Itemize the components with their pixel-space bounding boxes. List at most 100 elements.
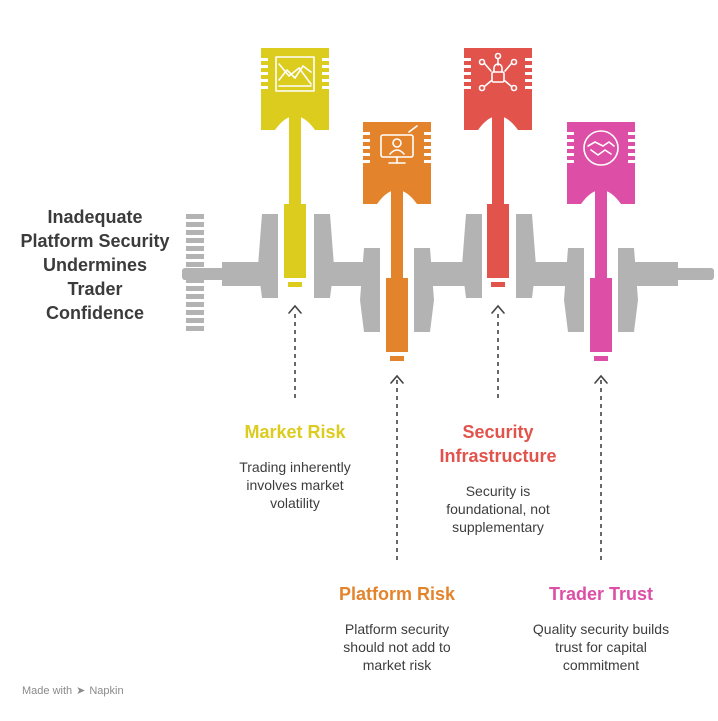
gear-tooth <box>186 214 204 219</box>
rod-cap <box>594 356 608 361</box>
label-platform-risk: Platform Risk <box>338 584 456 604</box>
piston-ring <box>424 132 433 135</box>
piston-ring <box>525 65 534 68</box>
piston-ring <box>525 58 534 61</box>
crankshaft-web-2a <box>360 248 380 332</box>
piston-ring <box>565 160 574 163</box>
piston-ring <box>628 153 637 156</box>
piston-skirt <box>464 104 532 130</box>
connecting-rod <box>595 186 607 290</box>
piston-ring <box>462 58 471 61</box>
desc-market-risk: Trading inherently involves market volat… <box>239 459 351 511</box>
piston-3 <box>462 48 534 287</box>
connecting-rod <box>492 112 504 216</box>
crankshaft-journal-5 <box>634 262 678 286</box>
piston-ring <box>565 139 574 142</box>
piston-ring <box>322 58 331 61</box>
gear-tooth <box>186 222 204 227</box>
piston-ring <box>424 160 433 163</box>
desc-trader-trust: Quality security builds trust for capita… <box>532 621 670 673</box>
piston-ring <box>462 65 471 68</box>
monitor-user-icon <box>380 125 418 164</box>
rod-cap <box>288 282 302 287</box>
pointer-arrow-2 <box>390 374 404 560</box>
gear-tooth <box>186 286 204 291</box>
piston-ring <box>565 146 574 149</box>
pointer-arrow-3 <box>491 304 505 398</box>
gear-tooth <box>186 238 204 243</box>
piston-ring <box>525 72 534 75</box>
crankshaft-shaft-left <box>182 268 230 280</box>
lock-network-icon <box>478 52 518 92</box>
piston-head <box>464 48 532 104</box>
piston-ring <box>361 132 370 135</box>
napkin-logo-icon: ➤ <box>76 685 86 697</box>
piston-ring <box>361 146 370 149</box>
crankshaft-web-2b <box>414 248 434 332</box>
crankshaft-web-4a <box>564 248 584 332</box>
gear-tooth <box>186 246 204 251</box>
piston-ring <box>361 139 370 142</box>
piston-skirt <box>567 178 635 204</box>
piston-ring <box>628 146 637 149</box>
piston-ring <box>628 132 637 135</box>
piston-ring <box>259 65 268 68</box>
rod-cap <box>491 282 505 287</box>
crankshaft-web-1a <box>258 214 278 298</box>
handshake-icon <box>583 130 619 166</box>
label-trader-trust: Trader Trust <box>548 584 654 604</box>
label-security-infrastructure: Security Infrastructure <box>439 422 557 466</box>
gear-tooth <box>186 302 204 307</box>
crankshaft-journal-3 <box>430 262 468 286</box>
rod-big-end <box>386 278 408 352</box>
desc-security-infrastructure: Security is foundational, not supplement… <box>446 483 550 535</box>
piston-ring <box>322 79 331 82</box>
crankshaft-journal-4 <box>532 262 568 286</box>
pointer-arrow-4 <box>594 374 608 560</box>
rod-big-end <box>590 278 612 352</box>
arrow-head <box>390 374 404 384</box>
piston-ring <box>322 72 331 75</box>
piston-ring <box>361 153 370 156</box>
piston-ring <box>462 79 471 82</box>
gear-tooth <box>186 294 204 299</box>
piston-skirt <box>261 104 329 130</box>
chart-icon <box>275 56 315 92</box>
piston-ring <box>628 160 637 163</box>
rod-big-end <box>487 204 509 278</box>
piston-1 <box>259 48 331 287</box>
piston-ring <box>462 72 471 75</box>
piston-ring <box>322 65 331 68</box>
connecting-rod <box>391 186 403 290</box>
crankshaft-shaft-right <box>676 268 714 280</box>
gear-tooth <box>186 278 204 283</box>
rod-big-end <box>284 204 306 278</box>
footer-made-with: Made with <box>22 684 73 697</box>
piston-ring <box>259 86 268 89</box>
piston-ring <box>565 132 574 135</box>
diagram-title: Inadequate Platform Security Undermines … <box>20 207 170 323</box>
piston-ring <box>628 139 637 142</box>
crankshaft-web-3a <box>462 214 482 298</box>
piston-ring <box>361 160 370 163</box>
gear-tooth <box>186 326 204 331</box>
arrow-head <box>288 304 302 314</box>
crankshaft <box>182 214 714 332</box>
crankshaft-web-3b <box>516 214 536 298</box>
piston-ring <box>565 153 574 156</box>
gear-tooth <box>186 230 204 235</box>
piston-ring <box>424 146 433 149</box>
connecting-rod <box>289 112 301 216</box>
piston-2 <box>361 122 433 361</box>
piston-ring <box>462 86 471 89</box>
piston-ring <box>525 86 534 89</box>
piston-ring <box>525 79 534 82</box>
crankshaft-web-1b <box>314 214 334 298</box>
desc-platform-risk: Platform security should not add to mark… <box>343 621 451 673</box>
pointer-arrow-1 <box>288 304 302 398</box>
arrow-head <box>594 374 608 384</box>
piston-skirt <box>363 178 431 204</box>
gear-tooth <box>186 310 204 315</box>
